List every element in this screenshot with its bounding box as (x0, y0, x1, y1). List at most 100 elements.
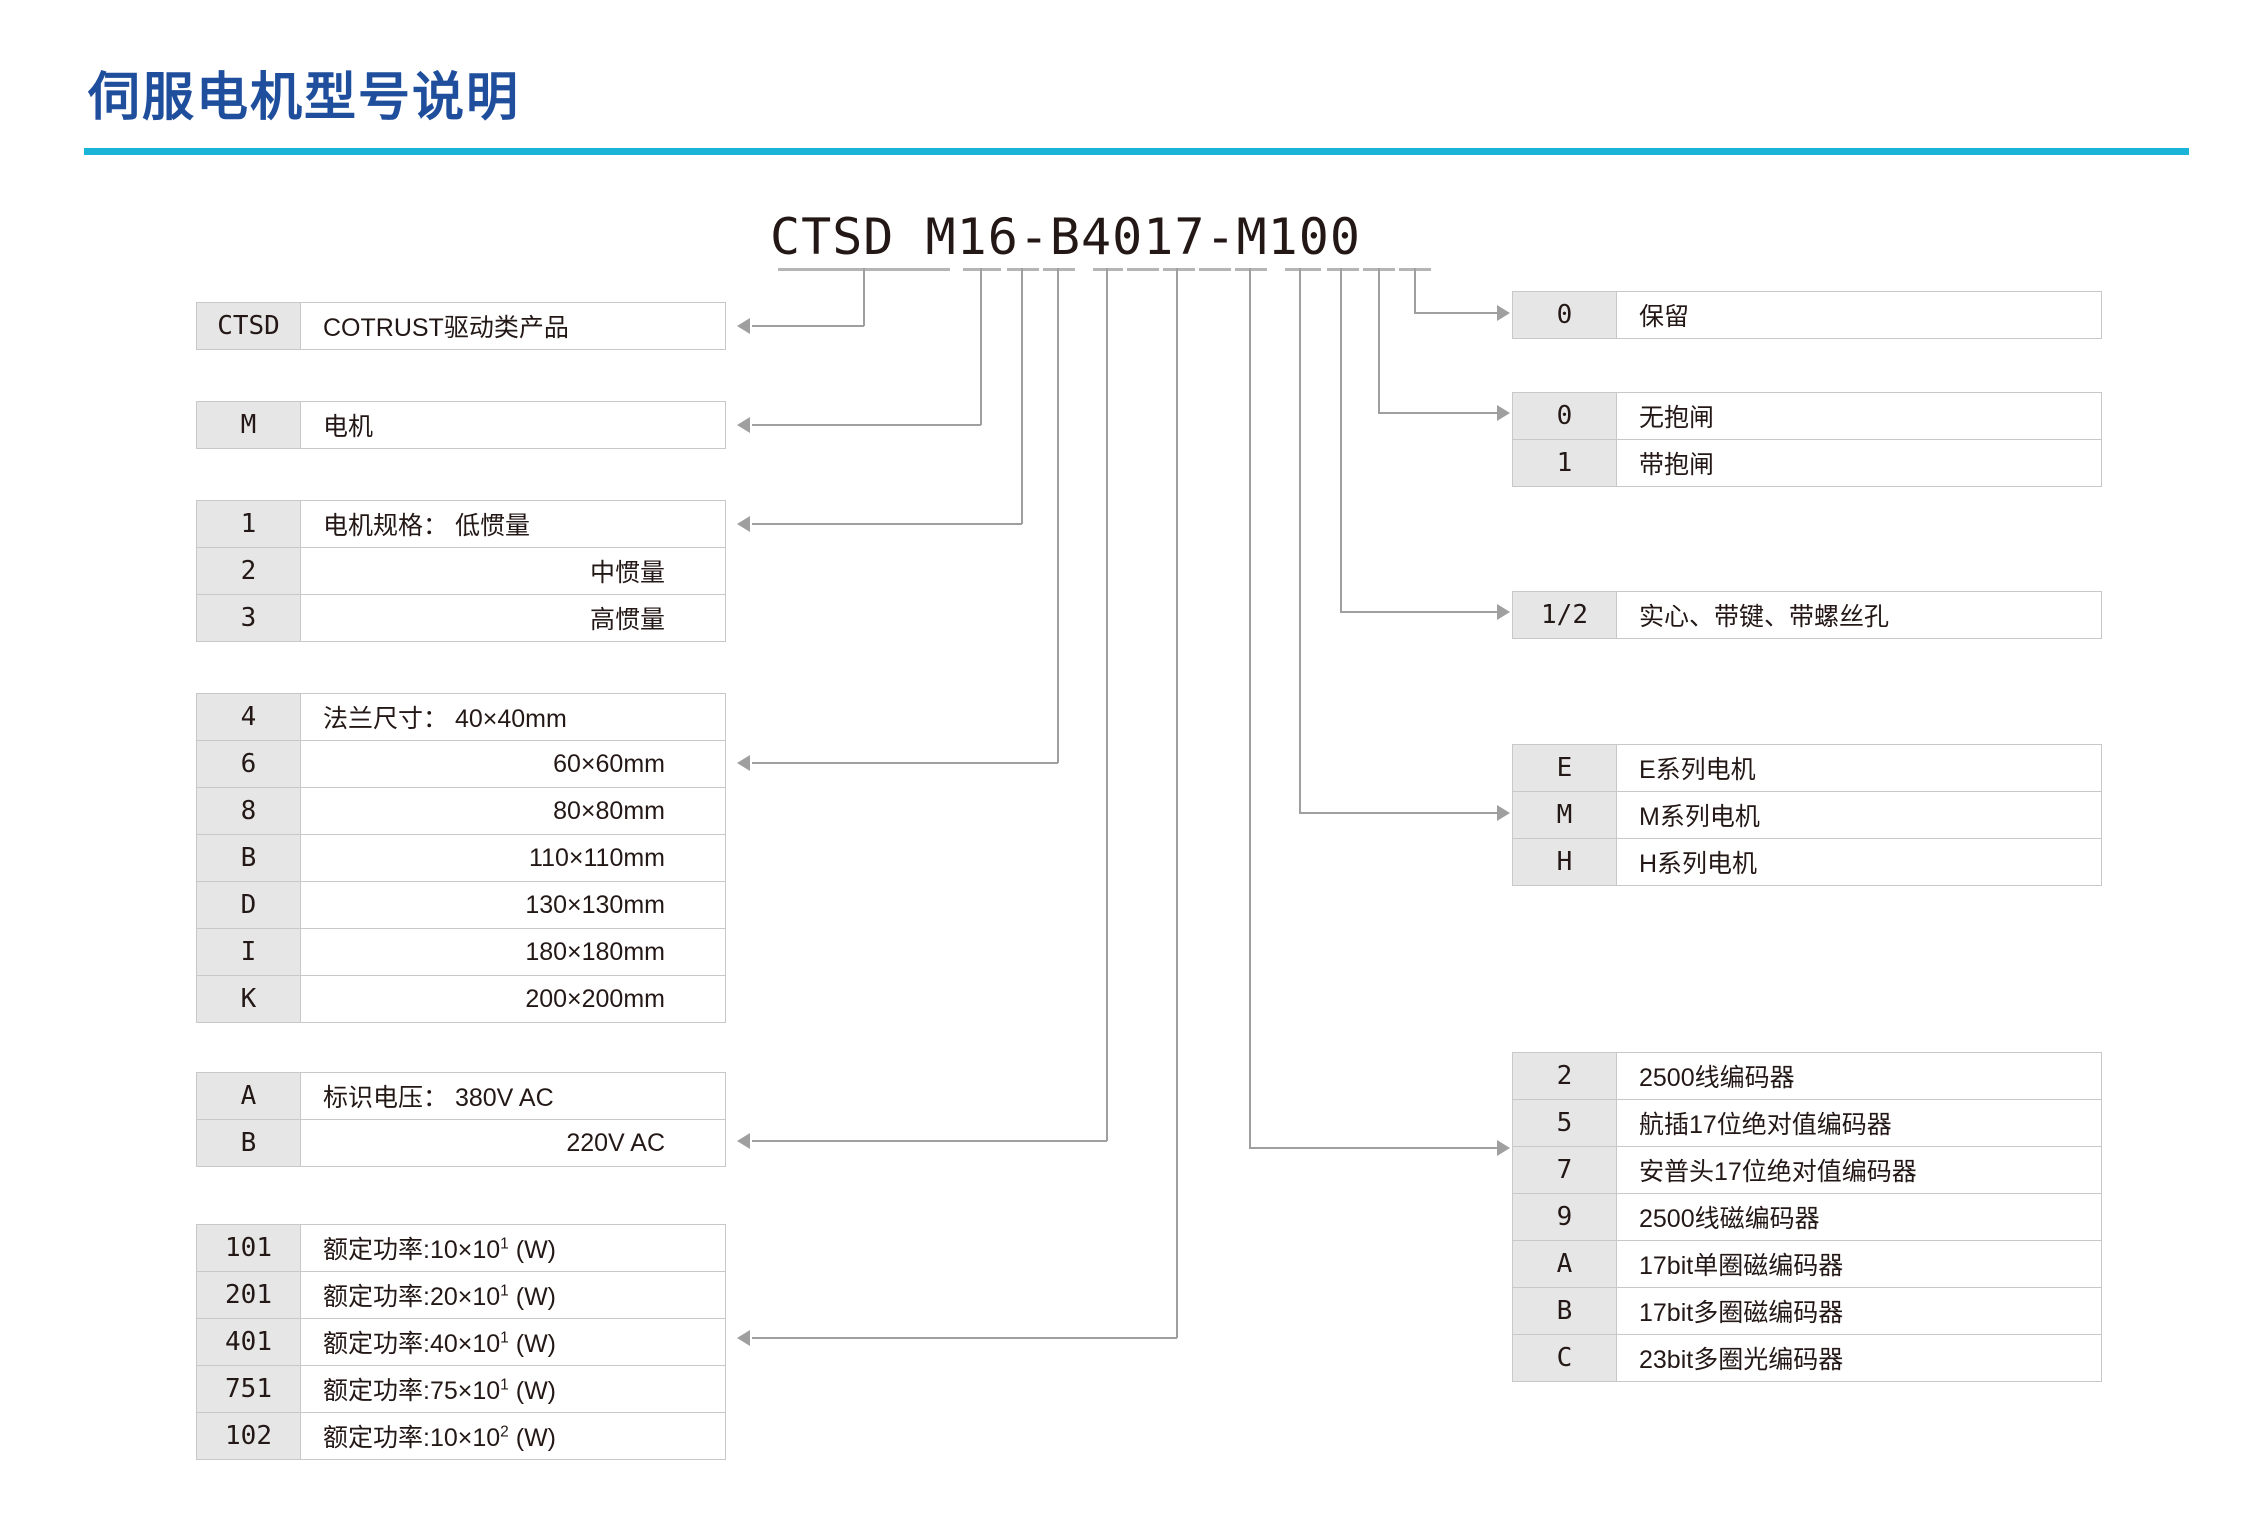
row-key: 2 (1512, 1052, 1617, 1100)
row-value: 17bit多圈磁编码器 (1616, 1287, 2102, 1335)
row-value: 高惯量 (300, 594, 726, 642)
row-key: 3 (196, 594, 301, 642)
row-key: CTSD (196, 302, 301, 350)
tick-1 (1007, 268, 1039, 271)
table-row: I 180×180mm (196, 928, 726, 976)
row-value: 130×130mm (300, 881, 726, 929)
connector-voltage-h (752, 1140, 1107, 1142)
row-value: 80×80mm (300, 787, 726, 835)
table-row: M 电机 (196, 401, 726, 449)
table-row: M M系列电机 (1512, 791, 2102, 839)
arrow-brake (1497, 405, 1510, 421)
power-exponent: 1 (500, 1376, 509, 1394)
row-value: 2500线磁编码器 (1616, 1193, 2102, 1241)
row-value: 电机 (300, 401, 726, 449)
table-reserved: 0 保留 (1512, 291, 2102, 339)
row-key: M (196, 401, 301, 449)
table-power: 101 额定功率:10×101 (W) 201 额定功率:20×101 (W) … (196, 1224, 726, 1460)
table-encoder: 2 2500线编码器 5 航插17位绝对值编码器 7 安普头17位绝对值编码器 … (1512, 1052, 2102, 1382)
tick-4 (1127, 268, 1159, 271)
table-row: 2 中惯量 (196, 547, 726, 595)
power-unit: (W) (508, 1236, 556, 1264)
arrow-encoder (1497, 1140, 1510, 1156)
row-value: 110×110mm (300, 834, 726, 882)
row-key: 1 (1512, 439, 1617, 487)
row-key: K (196, 975, 301, 1023)
row-key: C (1512, 1334, 1617, 1382)
table-row: 1 带抱闸 (1512, 439, 2102, 487)
arrow-m (737, 417, 750, 433)
row-value: 额定功率:75×101 (W) (300, 1365, 726, 1413)
row-key: 1 (196, 500, 301, 548)
arrow-shaft (1497, 604, 1510, 620)
row-value: 180×180mm (300, 928, 726, 976)
table-motor-series: E E系列电机 M M系列电机 H H系列电机 (1512, 744, 2102, 886)
table-row: D 130×130mm (196, 881, 726, 929)
arrow-flange (737, 755, 750, 771)
table-row: A 17bit单圈磁编码器 (1512, 1240, 2102, 1288)
connector-reserved-v (1414, 268, 1416, 313)
connector-series-v (1299, 268, 1301, 813)
table-row: 0 无抱闸 (1512, 392, 2102, 440)
row-key: 7 (1512, 1146, 1617, 1194)
row-key: A (1512, 1240, 1617, 1288)
connector-shaft-h (1340, 611, 1500, 613)
power-unit: (W) (508, 1377, 556, 1405)
table-row: B 220V AC (196, 1119, 726, 1167)
title-divider (84, 148, 2189, 155)
arrow-ctsd (737, 318, 750, 334)
row-value: 额定功率:10×102 (W) (300, 1412, 726, 1460)
power-exponent: 2 (500, 1423, 509, 1441)
connector-series-h (1299, 812, 1500, 814)
tick-m (963, 268, 1001, 271)
table-row: 3 高惯量 (196, 594, 726, 642)
power-expr: 额定功率:75×10 (323, 1377, 501, 1405)
row-value: 航插17位绝对值编码器 (1616, 1099, 2102, 1147)
row-key: B (1512, 1287, 1617, 1335)
row-key: 8 (196, 787, 301, 835)
table-shaft: 1/2 实心、带键、带螺丝孔 (1512, 591, 2102, 639)
table-row: CTSD COTRUST驱动类产品 (196, 302, 726, 350)
row-value: 2500线编码器 (1616, 1052, 2102, 1100)
tick-1b (1199, 268, 1231, 271)
row-key: D (196, 881, 301, 929)
table-brake: 0 无抱闸 1 带抱闸 (1512, 392, 2102, 487)
table-row: 5 航插17位绝对值编码器 (1512, 1099, 2102, 1147)
row-key: 1/2 (1512, 591, 1617, 639)
table-inertia: 1 电机规格： 低惯量 2 中惯量 3 高惯量 (196, 500, 726, 642)
row-value: 标识电压： 380V AC (300, 1072, 726, 1120)
connector-m-v (980, 268, 982, 425)
row-value: 200×200mm (300, 975, 726, 1023)
table-row: 201 额定功率:20×101 (W) (196, 1271, 726, 1319)
row-key: 2 (196, 547, 301, 595)
table-flange: 4 法兰尺寸： 40×40mm 6 60×60mm 8 80×80mm B 11… (196, 693, 726, 1023)
connector-power-h (752, 1337, 1177, 1339)
table-row: 9 2500线磁编码器 (1512, 1193, 2102, 1241)
row-key: 0 (1512, 291, 1617, 339)
row-value: 额定功率:20×101 (W) (300, 1271, 726, 1319)
row-key: 401 (196, 1318, 301, 1366)
row-value: H系列电机 (1616, 838, 2102, 886)
row-value: 带抱闸 (1616, 439, 2102, 487)
table-row: A 标识电压： 380V AC (196, 1072, 726, 1120)
row-value: 实心、带键、带螺丝孔 (1616, 591, 2102, 639)
power-expr: 额定功率:10×10 (323, 1424, 501, 1452)
power-expr: 额定功率:20×10 (323, 1283, 501, 1311)
row-key: E (1512, 744, 1617, 792)
connector-ctsd-v (863, 268, 865, 326)
connector-reserved-h (1414, 312, 1500, 314)
row-key: I (196, 928, 301, 976)
row-key: M (1512, 791, 1617, 839)
power-exponent: 1 (500, 1329, 509, 1347)
connector-shaft-v (1340, 268, 1342, 612)
connector-flange-v (1057, 268, 1059, 763)
tick-m2 (1285, 268, 1321, 271)
row-value: 电机规格： 低惯量 (300, 500, 726, 548)
arrow-voltage (737, 1133, 750, 1149)
table-row: B 110×110mm (196, 834, 726, 882)
row-value: M系列电机 (1616, 791, 2102, 839)
row-value: 中惯量 (300, 547, 726, 595)
connector-brake-v (1378, 268, 1380, 413)
table-voltage: A 标识电压： 380V AC B 220V AC (196, 1072, 726, 1167)
table-row: 101 额定功率:10×101 (W) (196, 1224, 726, 1272)
